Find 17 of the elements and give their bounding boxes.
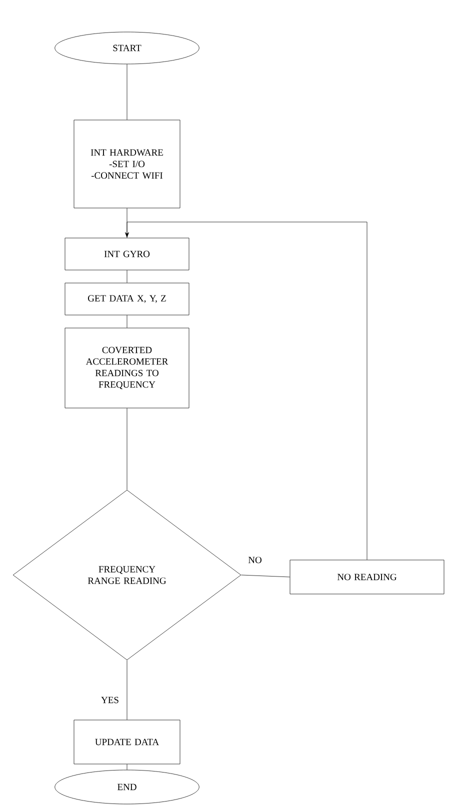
connector: [126, 408, 128, 490]
connector: [125, 222, 368, 560]
process-box: UPDATE DATA: [74, 720, 180, 764]
process-box: INT HARDWARE -SET I/O -CONNECT WIFI: [74, 120, 180, 208]
edge-label: NO: [248, 556, 262, 564]
connector: [126, 64, 128, 120]
edge-label: YES: [101, 696, 118, 704]
process-box: COVERTED ACCELEROMETER READINGS TO FREQUENCY: [64, 328, 190, 408]
connector: [126, 315, 128, 328]
process-box: GET DATA X, Y, Z: [64, 282, 190, 316]
connector: [241, 574, 290, 578]
connector: [126, 764, 128, 770]
connector: [126, 270, 128, 283]
connector: [126, 660, 128, 720]
process-box: NO READING: [290, 560, 444, 594]
process-box: INT GYRO: [64, 238, 190, 270]
connector: [126, 208, 128, 238]
